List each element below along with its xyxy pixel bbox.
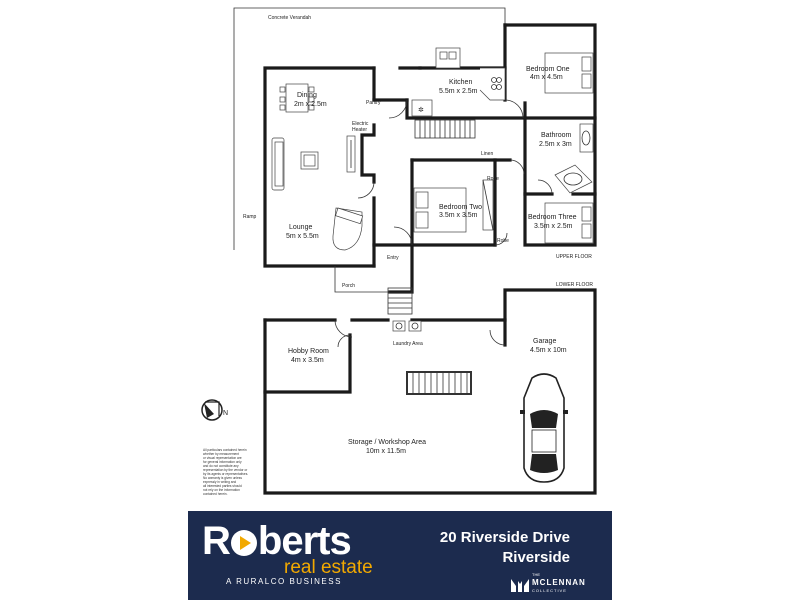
dining-table bbox=[279, 83, 315, 113]
brand-tagline: A RURALCO BUSINESS bbox=[226, 577, 342, 586]
disclaimer-line: or visual representation are bbox=[203, 456, 242, 460]
address-line-1: 20 Riverside Drive bbox=[439, 529, 570, 546]
verandah-outline bbox=[233, 7, 506, 250]
hobby-room-size: 4m x 3.5m bbox=[291, 357, 324, 364]
mclennan-logo: THE MCLENNAN COLLECTIVE bbox=[510, 572, 590, 597]
upper-stairs bbox=[414, 119, 476, 139]
bedroom-three-size: 3.5m x 2.5m bbox=[534, 223, 573, 230]
heater-unit bbox=[346, 135, 356, 173]
disclaimer-line: No warranty is given unless bbox=[203, 476, 242, 480]
disclaimer: All particulars contained herein whether… bbox=[203, 448, 248, 496]
disclaimer-line: expressly in writing and bbox=[203, 480, 236, 484]
bed-two bbox=[413, 179, 494, 233]
lounge-name: Lounge bbox=[289, 224, 312, 231]
bedroom-two-size: 3.5m x 3.5m bbox=[439, 212, 478, 219]
disclaimer-line: all interested parties should bbox=[203, 484, 242, 488]
brand-rest: berts bbox=[257, 519, 352, 563]
brand-first-letter: R bbox=[202, 519, 231, 563]
partner-sub: COLLECTIVE bbox=[532, 588, 567, 593]
dining-size: 2m x 2.5m bbox=[294, 101, 327, 108]
disclaimer-line: All particulars contained herein bbox=[203, 448, 247, 452]
robe-label-lower: Robe bbox=[497, 238, 509, 244]
lower-doors bbox=[334, 319, 506, 348]
disclaimer-line: contained herein. bbox=[203, 492, 228, 496]
bedroom-one-name: Bedroom One bbox=[526, 66, 570, 73]
lounge-size: 5m x 5.5m bbox=[286, 233, 319, 240]
bathroom-name: Bathroom bbox=[541, 132, 572, 139]
linen-label: Linen bbox=[481, 151, 493, 157]
bed-three bbox=[544, 202, 594, 244]
lounge-sofa bbox=[271, 137, 319, 191]
lower-floor-walls bbox=[263, 288, 597, 495]
partner-pre: THE bbox=[532, 572, 540, 577]
lower-stairs bbox=[406, 371, 472, 395]
disclaimer-line: by its agents or representatives. bbox=[203, 472, 248, 476]
pantry-label: Pantry bbox=[366, 100, 381, 106]
disclaimer-line: not rely on the information bbox=[203, 488, 240, 492]
piano bbox=[332, 207, 364, 251]
ramp-label: Ramp bbox=[243, 214, 257, 220]
kitchen-name: Kitchen bbox=[449, 79, 472, 86]
hobby-room-name: Hobby Room bbox=[288, 348, 329, 355]
bedroom-one-size: 4m x 4.5m bbox=[530, 74, 563, 81]
verandah-label: Concrete Verandah bbox=[268, 15, 311, 21]
upper-floor-walls bbox=[263, 23, 597, 294]
partner-name: MCLENNAN bbox=[532, 578, 586, 587]
porch-label: Porch bbox=[342, 283, 355, 289]
disclaimer-line: and do not constitute any bbox=[203, 464, 239, 468]
robe-label-upper: Robe bbox=[487, 176, 499, 182]
bedroom-two-name: Bedroom Two bbox=[439, 204, 482, 211]
address-line-2: Riverside bbox=[502, 549, 570, 566]
brand-subtitle: real estate bbox=[284, 557, 373, 578]
disclaimer-line: representation by the vendor or bbox=[203, 468, 248, 472]
floor-plan: Concrete Verandah Ramp bbox=[201, 7, 597, 496]
door-arcs bbox=[357, 99, 553, 246]
mclennan-m-icon bbox=[511, 579, 529, 592]
garage-size: 4.5m x 10m bbox=[530, 347, 567, 354]
garage-name: Garage bbox=[533, 338, 556, 345]
bathroom-fixtures bbox=[554, 123, 594, 194]
pantry-icon: ✲ bbox=[418, 106, 424, 114]
bedroom-three-name: Bedroom Three bbox=[528, 214, 577, 221]
storage-name: Storage / Workshop Area bbox=[348, 439, 426, 446]
dining-name: Dining bbox=[297, 92, 317, 99]
compass-letter: N bbox=[223, 410, 228, 417]
electric-heater-label-2: Heater bbox=[352, 127, 367, 133]
play-icon bbox=[230, 530, 257, 556]
compass-icon: N bbox=[201, 399, 228, 421]
lower-floor-label: LOWER FLOOR bbox=[556, 282, 593, 288]
laundry-label: Laundry Area bbox=[393, 341, 423, 347]
bed-one bbox=[544, 52, 594, 94]
car-icon bbox=[520, 373, 568, 483]
disclaimer-line: for general information only bbox=[203, 460, 242, 464]
laundry-fixtures bbox=[392, 320, 422, 332]
electric-heater-label-1: Electric bbox=[352, 121, 369, 127]
bathroom-size: 2.5m x 3m bbox=[539, 141, 572, 148]
entry-label: Entry bbox=[387, 255, 399, 261]
kitchen-size: 5.5m x 2.5m bbox=[439, 88, 478, 95]
porch-steps bbox=[387, 287, 413, 315]
storage-size: 10m x 11.5m bbox=[366, 448, 406, 455]
upper-floor-label: UPPER FLOOR bbox=[556, 254, 592, 260]
disclaimer-line: whether by measurement bbox=[203, 452, 239, 456]
